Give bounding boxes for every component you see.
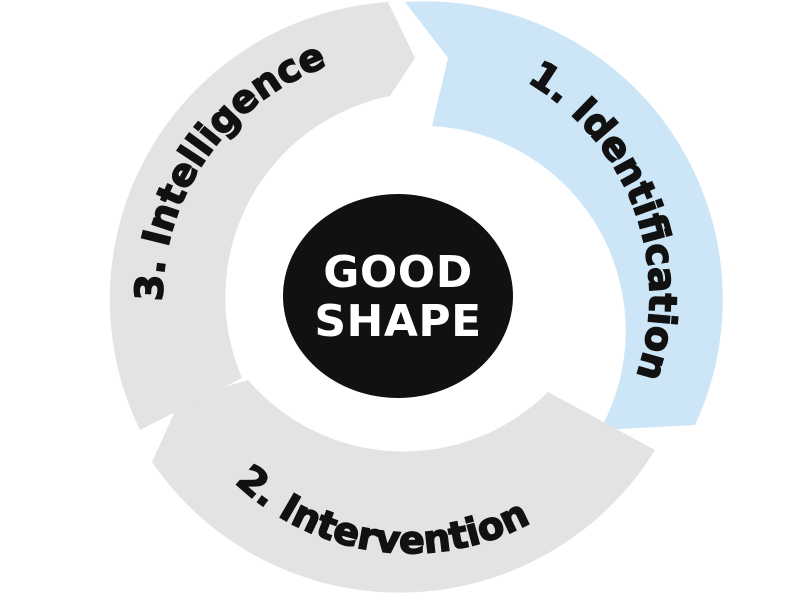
segment-intervention: [152, 380, 655, 593]
segment-identification: [405, 1, 723, 431]
segment-intelligence: [109, 2, 415, 430]
logo-text-good: GOOD: [323, 247, 472, 298]
logo-blob: [283, 194, 513, 398]
good-shape-logo: GOOD SHAPE: [283, 194, 513, 398]
logo-text-shape: SHAPE: [314, 296, 481, 347]
